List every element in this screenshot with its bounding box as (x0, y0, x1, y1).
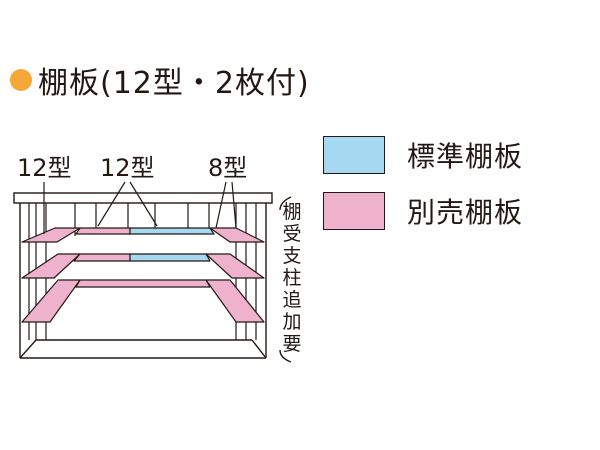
size-label-center: 12型 (100, 154, 155, 182)
shelf-optional-l2-left (21, 253, 81, 279)
legend-item-optional: 別売棚板 (323, 190, 523, 232)
shelf-optional-l1-mid (75, 227, 131, 235)
title-row: 棚板(12型・2枚付) (10, 60, 310, 101)
shelf-optional-l2-mid (73, 253, 131, 262)
bullet-icon (10, 69, 32, 91)
side-note-char: 支 (282, 245, 301, 267)
floor-left-diagonal (19, 339, 37, 359)
shelf-standard-l1 (129, 227, 215, 235)
side-note-close-paren (279, 349, 292, 363)
shelf-optional-l1-left (21, 227, 81, 243)
shelf-optional-l3-right (205, 279, 265, 323)
side-note: 棚 受 支 柱 追 加 要 (279, 196, 302, 363)
legend-label: 標準棚板 (407, 140, 524, 173)
side-note-char: 柱 (282, 267, 301, 289)
legend-swatch-standard (323, 136, 385, 174)
size-label-left: 12型 (17, 154, 72, 182)
shelf-optional-l3-left (21, 279, 81, 323)
shelves (21, 227, 265, 323)
legend: 標準棚板 別売棚板 (323, 134, 523, 246)
legend-swatch-optional (323, 192, 385, 230)
side-note-char: 受 (282, 223, 301, 245)
side-note-char: 加 (282, 311, 301, 333)
side-note-char: 追 (282, 289, 301, 311)
side-note-open-paren (279, 196, 292, 211)
label-pointers (43, 181, 237, 234)
size-label-right: 8型 (208, 154, 247, 182)
shelf-optional-l2-right (205, 253, 265, 279)
legend-label: 別売棚板 (407, 196, 524, 229)
page-title: 棚板(12型・2枚付) (38, 66, 310, 101)
side-note-char: 要 (282, 333, 301, 355)
shelf-optional-l1-right (209, 227, 265, 243)
back-posts (28, 203, 257, 340)
floor-right-diagonal (251, 339, 267, 359)
shelf-standard-l2 (129, 253, 211, 262)
side-note-char: 棚 (282, 201, 301, 223)
legend-item-standard: 標準棚板 (323, 134, 523, 176)
shelf-optional-l3-mid (75, 279, 211, 288)
